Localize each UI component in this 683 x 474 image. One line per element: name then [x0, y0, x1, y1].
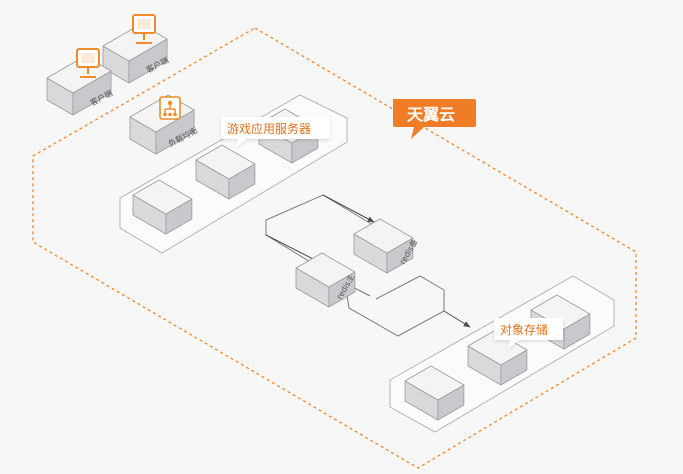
- load-balancer-icon: [159, 96, 181, 120]
- game-server-callout: [221, 117, 330, 148]
- brand-badge: [393, 99, 476, 139]
- storage-box-1: [404, 365, 465, 421]
- game-server-1: [132, 179, 193, 235]
- arrow-to-redis-backup: [322, 194, 375, 223]
- cloud-boundary: [32, 27, 637, 469]
- flow-arrows: [265, 194, 471, 328]
- storage-box-2: [467, 330, 528, 386]
- object-storage-label: 对象存储: [500, 322, 548, 337]
- redis-link-lines: [265, 194, 445, 337]
- monitor-icon: [76, 48, 100, 78]
- monitor-icon: [132, 14, 156, 44]
- object-storage-callout: [494, 318, 563, 349]
- game-server-label: 游戏应用服务器: [227, 121, 311, 136]
- brand-label: 天翼云: [407, 105, 455, 124]
- redis-backup-box: [353, 218, 414, 274]
- arrow-to-redis-master: [265, 234, 320, 263]
- game-server-2: [195, 144, 256, 200]
- arrow-to-storage: [443, 310, 471, 328]
- redis-master-box: [295, 252, 356, 308]
